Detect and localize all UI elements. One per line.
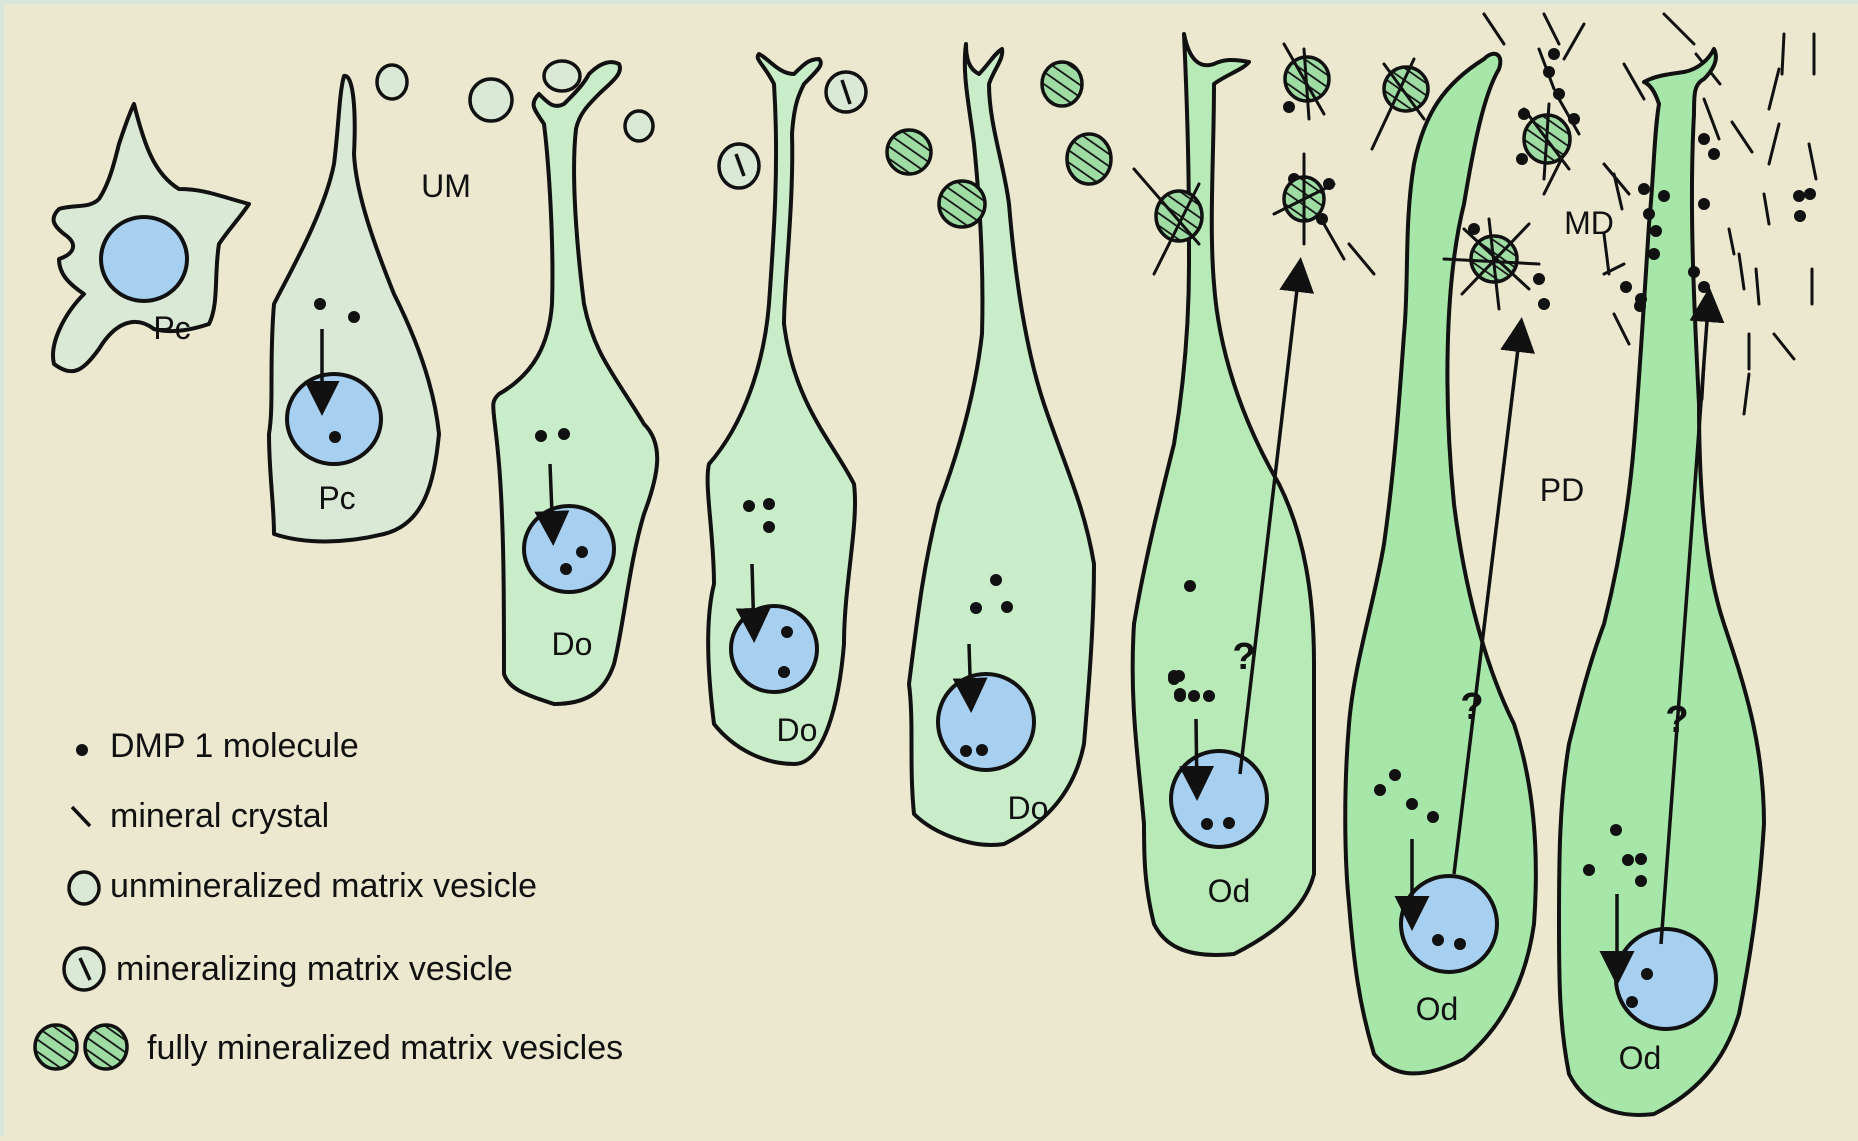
question-mark-od1: ? [1232,636,1255,678]
legend-mineralizing-label: mineralizing matrix vesicle [116,950,513,988]
legend-fully-icon-1 [35,1025,77,1069]
nucleus-pc1 [101,217,187,301]
nucleus-od2 [1401,876,1497,972]
cell-label-od1: Od [1208,873,1251,909]
nucleus-do2 [731,606,817,692]
legend-crystal-icon [72,807,90,826]
legend-dmp1-label: DMP 1 molecule [110,727,359,765]
legend-dot-icon [76,744,88,756]
nucleus-od1 [1171,751,1267,847]
legend-fully-label: fully mineralized matrix vesicles [147,1029,623,1067]
legend-unmineralized-label: unmineralized matrix vesicle [110,867,537,905]
arrow-do3-in [969,644,971,706]
nucleus-od3 [1616,929,1716,1029]
cell-label-od2: Od [1416,991,1459,1027]
cell-label-od3: Od [1619,1040,1662,1076]
nucleus-do3 [938,674,1034,770]
cell-label-pc1: Pc [153,310,190,346]
question-mark-od2: ? [1460,686,1483,728]
nucleus-do1 [524,506,614,592]
legend-crystal-label: mineral crystal [110,797,329,835]
dentinogenesis-diagram: Pc Pc Do Do Do Od Od Od UM MD PD ? ? ? D… [4,4,1858,1141]
preodontoblast-cell-2 [269,76,439,542]
nucleus-pc2 [287,374,381,464]
arrow-od1-in [1196,719,1197,794]
region-label-um: UM [421,168,471,204]
question-mark-od3: ? [1665,699,1688,741]
legend-unmineralized-icon [69,872,99,904]
cell-label-do1: Do [552,626,593,662]
differentiating-odontoblast-cell-1 [493,62,657,704]
region-label-pd: PD [1540,472,1584,508]
cell-label-pc2: Pc [318,480,355,516]
cell-label-do2: Do [777,712,818,748]
arrow-do2-in [752,564,754,636]
region-label-md: MD [1564,205,1614,241]
legend: DMP 1 molecule mineral crystal unmineral… [35,727,623,1069]
cell-label-do3: Do [1008,790,1049,826]
legend-fully-icon-2 [85,1025,127,1069]
